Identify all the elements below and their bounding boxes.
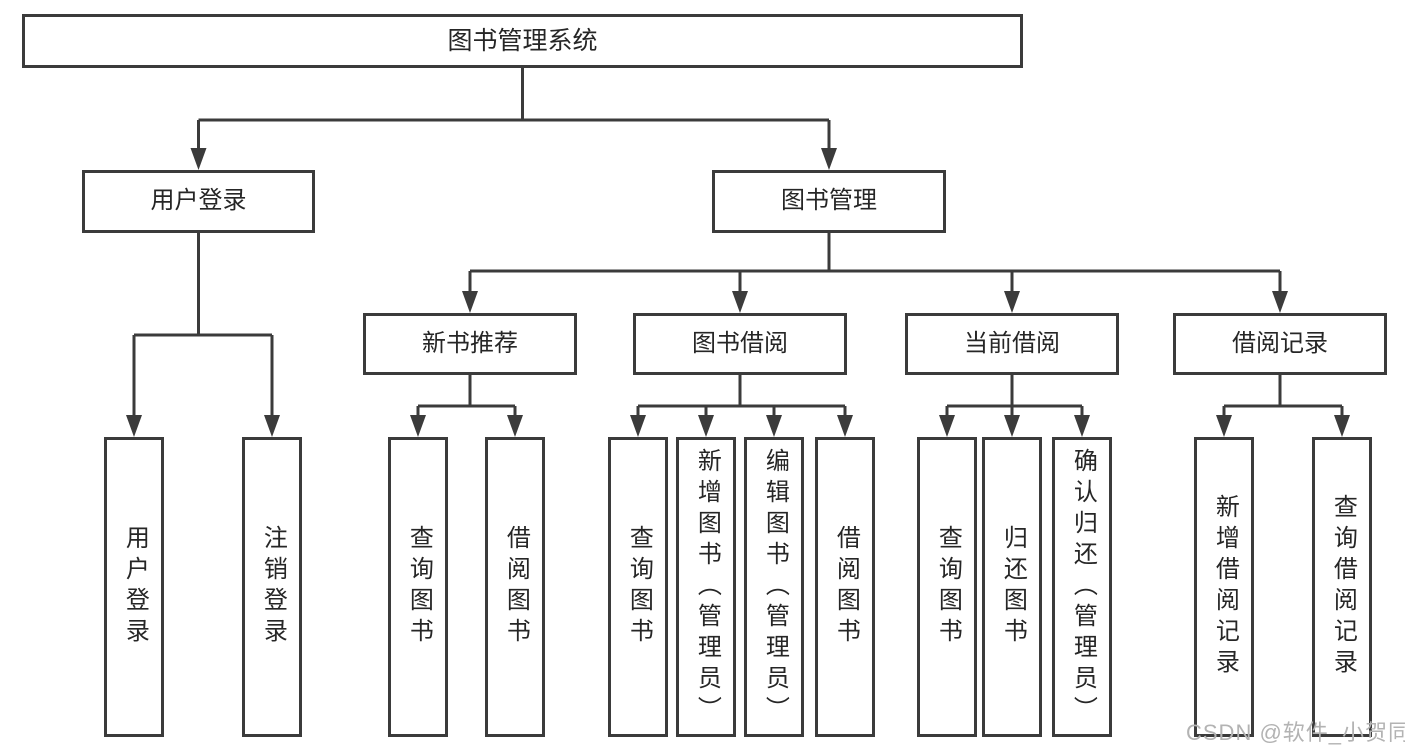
arrowhead-down-icon [630,415,853,437]
leaf-bb-add-book: 新增图书（管理员） [676,437,736,737]
connector-line [468,233,1282,293]
leaf-cb-confirm-return: 确认归还（管理员） [1052,437,1112,737]
connector-line [132,233,274,417]
node-borrow-record: 借阅记录 [1173,313,1387,375]
node-new-book-rec: 新书推荐 [363,313,577,375]
connector-userlogin-to-children [126,233,280,437]
connector-line [945,375,1084,417]
arrowhead-down-icon [126,415,280,437]
arrowhead-down-icon [1216,415,1350,437]
leaf-bb-edit-book-label: 编辑图书（管理员） [761,447,789,727]
leaf-nb-borrow-book-label: 借阅图书 [502,525,530,649]
arrowhead-down-icon [462,291,1288,313]
leaf-cb-query-book-label: 查询图书 [934,525,962,649]
arrowhead-down-icon [410,415,523,437]
leaf-cb-query-book: 查询图书 [917,437,977,737]
leaf-bb-query-book: 查询图书 [608,437,668,737]
leaf-bb-borrow-book-label: 借阅图书 [832,525,860,649]
arrowhead-down-icon [939,415,1090,437]
watermark: CSDN @软件_小贺同学 [1186,720,1405,745]
leaf-cb-return-book-label: 归还图书 [999,525,1027,649]
node-root-label: 图书管理系统 [447,27,598,55]
leaf-user-login-label: 用户登录 [121,525,149,649]
connector-line [1222,375,1344,417]
node-current-borrow-label: 当前借阅 [964,329,1060,357]
leaf-logout-label: 注销登录 [259,525,287,649]
leaf-bb-edit-book: 编辑图书（管理员） [744,437,804,737]
node-new-book-rec-label: 新书推荐 [422,329,518,357]
node-current-borrow: 当前借阅 [905,313,1119,375]
leaf-cb-return-book: 归还图书 [982,437,1042,737]
leaf-br-query-record: 查询借阅记录 [1312,437,1372,737]
connector-line [636,375,847,417]
leaf-bb-borrow-book: 借阅图书 [815,437,875,737]
leaf-nb-query-book: 查询图书 [388,437,448,737]
leaf-logout: 注销登录 [242,437,302,737]
connector-bookmgmt-to-level3 [462,233,1288,313]
node-root: 图书管理系统 [22,14,1023,68]
leaf-br-add-record-label: 新增借阅记录 [1211,494,1239,680]
leaf-cb-confirm-return-label: 确认归还（管理员） [1069,447,1097,727]
node-book-mgmt: 图书管理 [712,170,946,233]
arrowhead-down-icon [190,148,837,170]
leaf-nb-query-book-label: 查询图书 [405,525,433,649]
leaf-br-query-record-label: 查询借阅记录 [1329,494,1357,680]
node-book-borrow-label: 图书借阅 [692,329,788,357]
node-user-login: 用户登录 [82,170,315,233]
connector-root-to-level2 [190,68,837,170]
leaf-bb-query-book-label: 查询图书 [625,525,653,649]
node-user-login-label: 用户登录 [150,187,247,215]
connector-currentborrow-to-children [939,375,1090,437]
leaf-nb-borrow-book: 借阅图书 [485,437,545,737]
connector-newbookrec-to-children [410,375,523,437]
connector-line [197,68,831,150]
node-book-mgmt-label: 图书管理 [781,187,877,215]
connector-line [416,375,517,417]
connector-bookborrow-to-children [630,375,853,437]
connector-borrowrecord-to-children [1216,375,1350,437]
leaf-user-login: 用户登录 [104,437,164,737]
leaf-bb-add-book-label: 新增图书（管理员） [693,447,721,727]
node-borrow-record-label: 借阅记录 [1232,329,1328,357]
node-book-borrow: 图书借阅 [633,313,847,375]
leaf-br-add-record: 新增借阅记录 [1194,437,1254,737]
